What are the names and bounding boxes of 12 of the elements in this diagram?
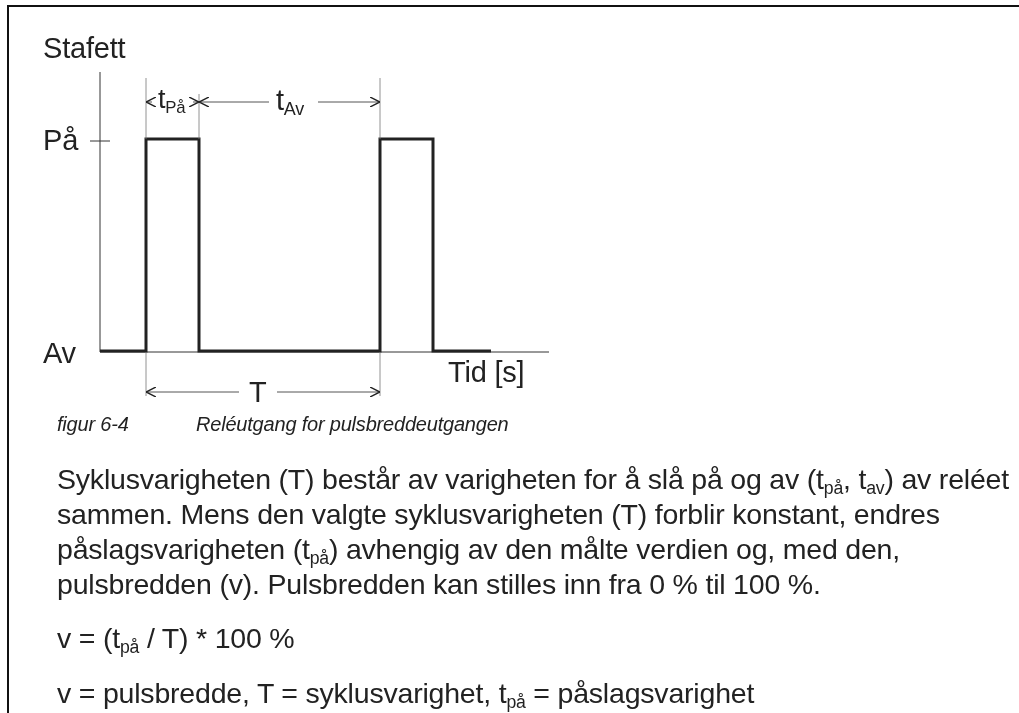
dimension-label: t$_{Av}$ bbox=[276, 84, 305, 118]
definition-line: v = pulsbredde, T = syklusvarighet, t$_{på}$ = påslagsvarighet bbox=[57, 677, 755, 710]
axis-tick-label: På bbox=[43, 124, 79, 158]
figure-caption: Reléutgang for pulsbreddeutgangen bbox=[196, 413, 509, 436]
dimension-label: T bbox=[249, 376, 267, 410]
figure-number: figur 6-4 bbox=[57, 413, 129, 436]
formula: v = (t$_{på}$ / T) * 100 % bbox=[57, 622, 295, 655]
axis-tick-label: Av bbox=[43, 337, 76, 371]
axis-title: Tid [s] bbox=[448, 356, 525, 390]
axis-title: Stafett bbox=[43, 32, 126, 66]
body-paragraph: Syklusvarigheten (T) består av varigheten for å slå på og av (t$_{på}$, t$_{av}$) av reléet sammen. Mens den valgte syklusvarigheten (T) forblir konstant, endres påslagsvarigheten (t$_{på}$) avhengig av den målte verdien og, med den, pulsbredden (v). Pulsbredden kan stilles inn fra 0 % til 100 %. bbox=[57, 462, 1010, 602]
dimension-label: t$_{På}$ bbox=[158, 84, 186, 116]
